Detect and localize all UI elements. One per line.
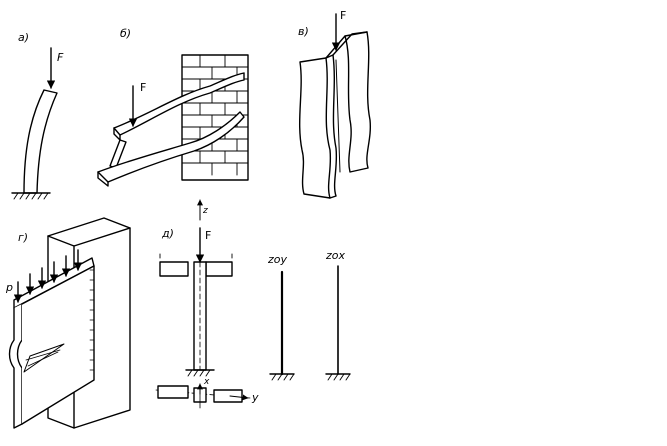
panel-g-plate [8,249,95,429]
panel-d-plane-zoy-label: zoy [268,253,288,266]
panel-v-force-label: F [340,9,347,22]
panel-a-force-label: F [57,51,64,64]
panel-d-label: д) [162,227,174,240]
panel-a-column [11,47,58,200]
panel-b-beam [97,72,245,187]
panel-v-column [298,13,372,199]
panel-g-label: г) [18,231,29,244]
panel-v-label: в) [298,25,309,38]
panel-g-load-label: p [6,281,13,294]
panel-d-plane-zox-label: zox [326,249,346,262]
panel-d-scheme-zox [325,265,351,381]
panel-d-scheme-zoy [269,270,295,381]
panel-d-column [155,199,251,409]
panel-d-axis-z-label: z [203,206,208,216]
panel-d-force-label: F [205,229,212,242]
panel-b-label: б) [120,27,132,40]
panel-a-label: а) [18,31,30,44]
panel-b-force-label: F [140,81,147,94]
panel-d-axis-y-label: y [252,391,259,404]
panel-d-axis-x-label: x [204,377,210,387]
panel-d-axis-y-arrow [229,394,249,401]
